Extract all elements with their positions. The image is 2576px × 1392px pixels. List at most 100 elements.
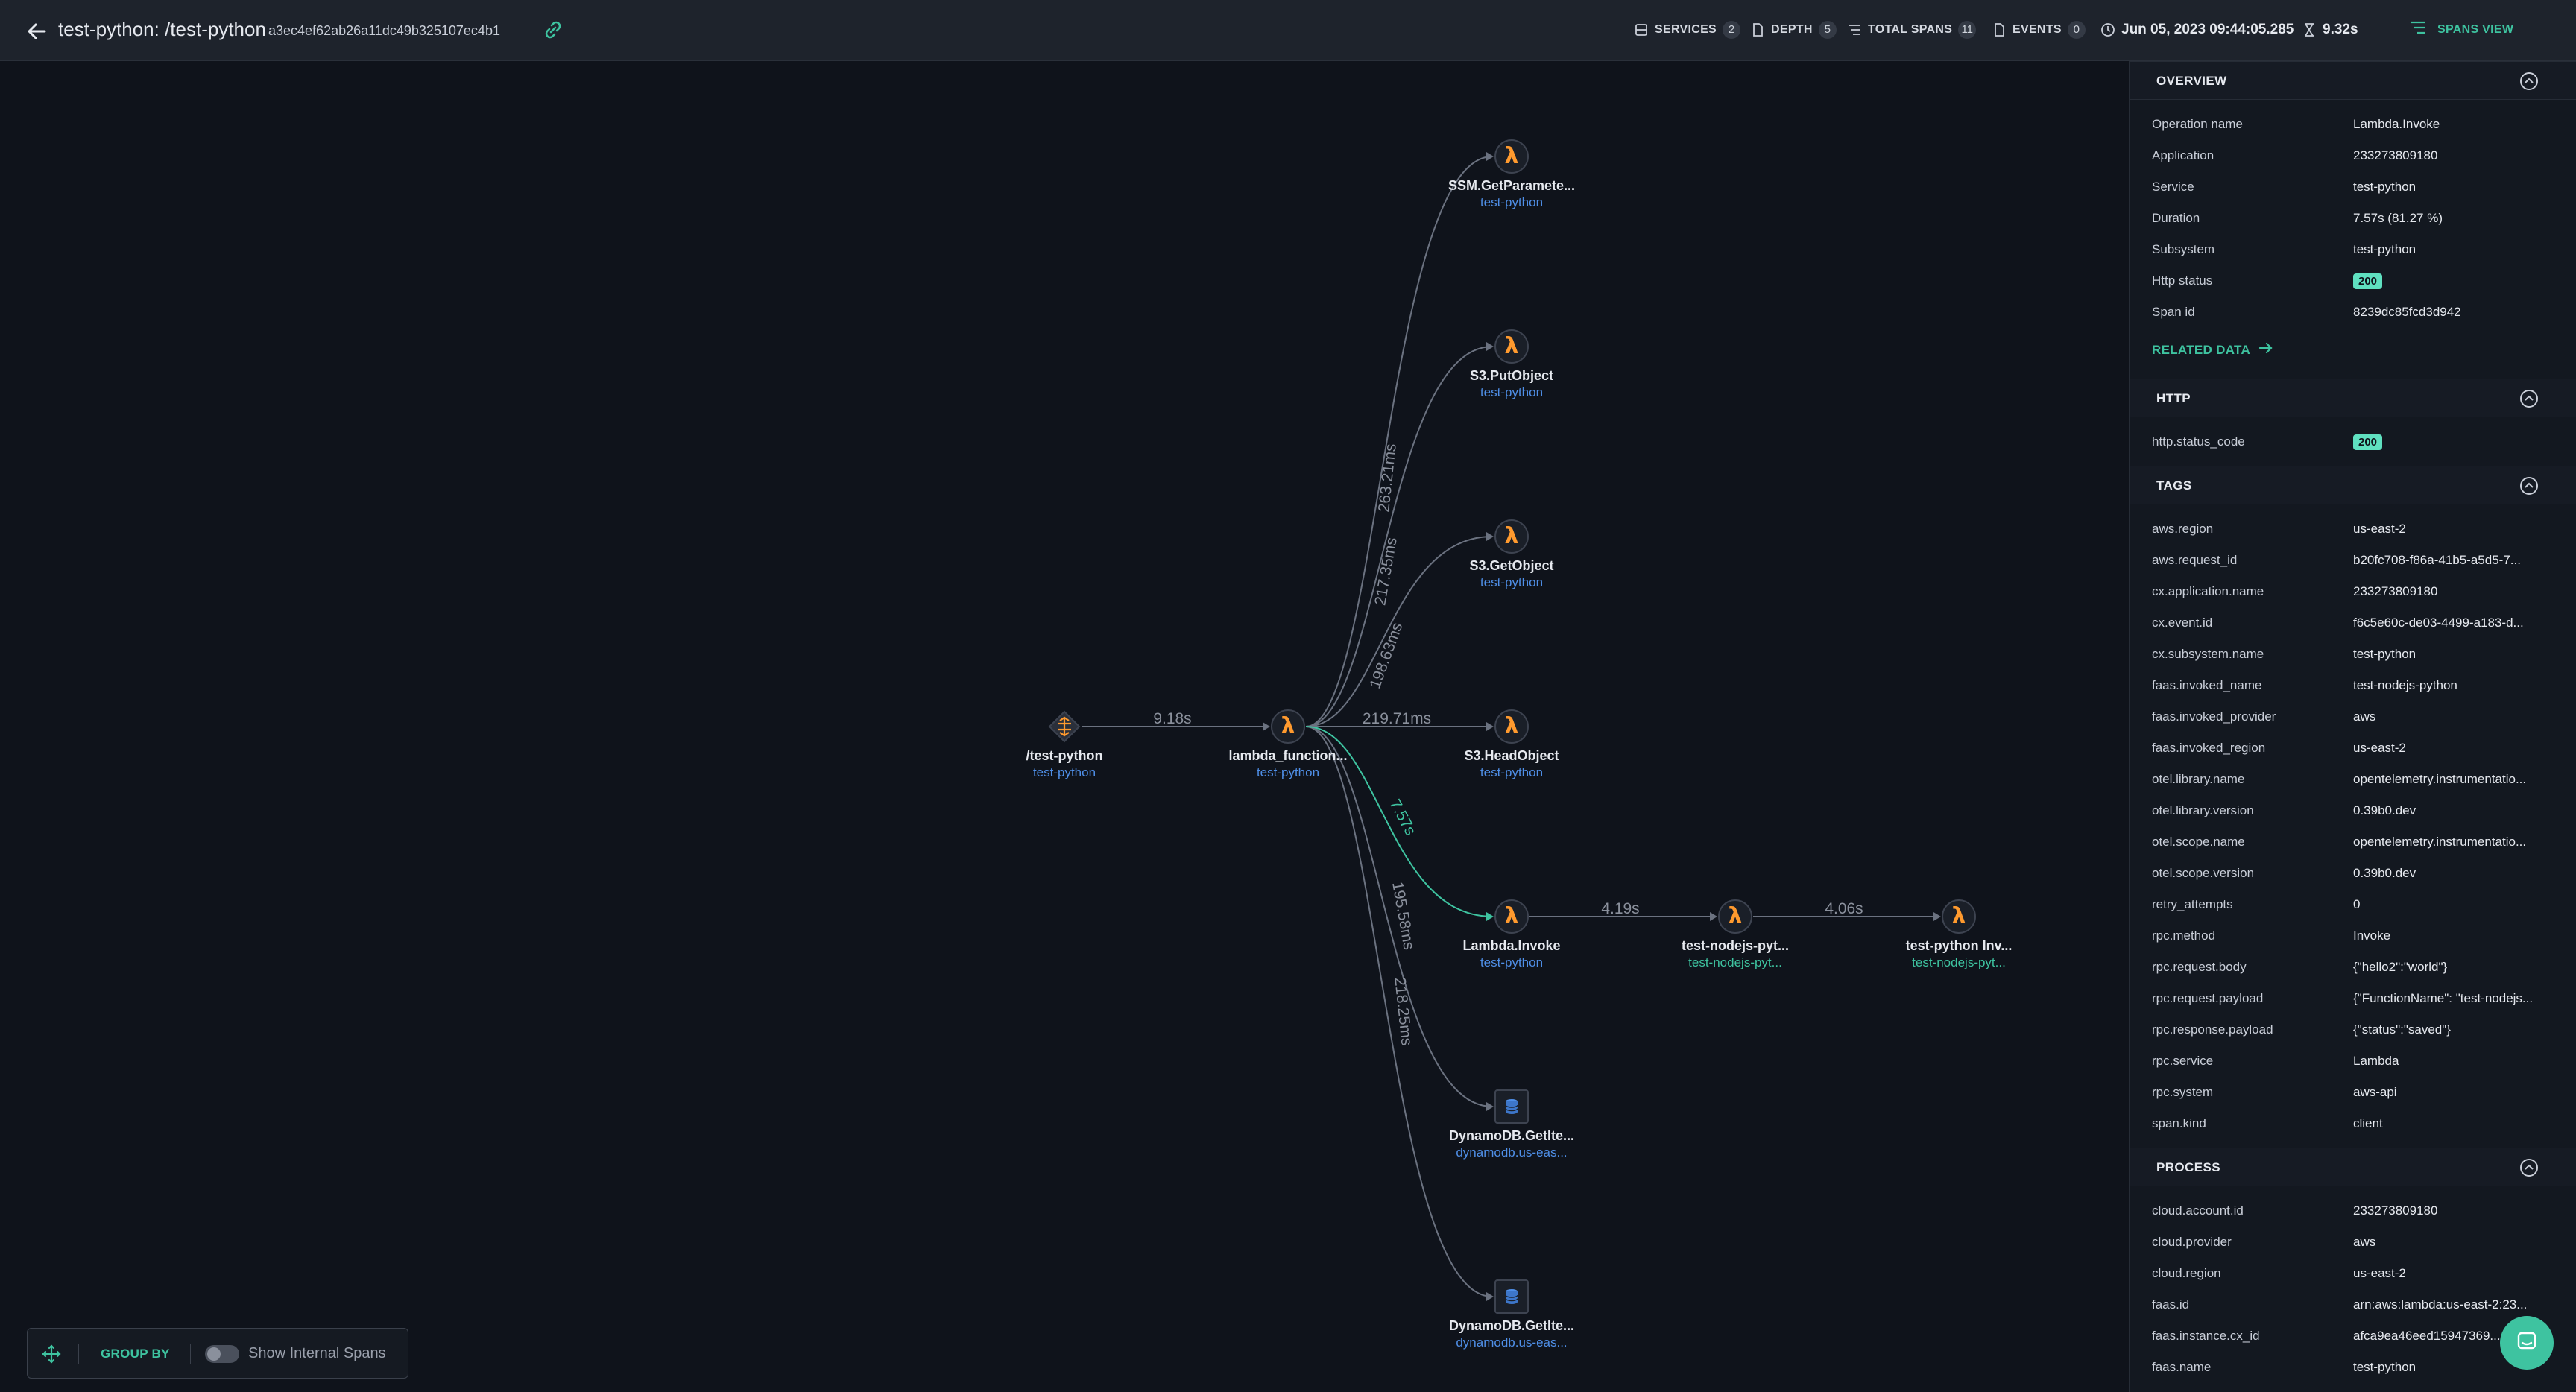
- depth-label: DEPTH: [1771, 23, 1813, 36]
- node-service-link[interactable]: dynamodb.us-eas...: [1456, 1145, 1568, 1160]
- spans-view-icon: [2409, 19, 2427, 40]
- depth-count: 5: [1818, 21, 1837, 39]
- edge-path: [1305, 156, 1493, 727]
- http-section-header[interactable]: HTTP: [2130, 379, 2576, 417]
- node-name: Lambda.Invoke: [1462, 938, 1561, 953]
- chevron-up-icon[interactable]: [2519, 388, 2539, 409]
- kv-row: rpc.response.payload{"status":"saved"}: [2130, 1014, 2576, 1045]
- edge-path: [1305, 536, 1493, 727]
- chevron-up-icon[interactable]: [2519, 1157, 2539, 1178]
- kv-value-wrap: 200: [2353, 434, 2554, 450]
- node-service-link[interactable]: test-python: [1032, 765, 1096, 779]
- chevron-up-icon[interactable]: [2519, 71, 2539, 92]
- services-stat: SERVICES 2: [1634, 19, 1741, 41]
- kv-key: Operation name: [2152, 117, 2243, 131]
- node-service-link[interactable]: test-python: [1256, 765, 1320, 779]
- chat-support-button[interactable]: [2500, 1316, 2554, 1370]
- node-service-link[interactable]: test-python: [1480, 575, 1544, 589]
- graph-node-s3-putobject[interactable]: λ S3.PutObject test-python: [1422, 329, 1601, 400]
- graph-node-root[interactable]: /test-python test-python: [975, 709, 1154, 780]
- node-service-link[interactable]: test-nodejs-pyt...: [1912, 955, 2006, 969]
- kv-key: cx.event.id: [2152, 616, 2213, 630]
- kv-key: otel.scope.version: [2152, 866, 2255, 880]
- graph-node-test-nodejs[interactable]: λ test-nodejs-pyt... test-nodejs-pyt...: [1646, 899, 1825, 970]
- node-name: SSM.GetParamete...: [1448, 178, 1576, 193]
- services-label: SERVICES: [1655, 23, 1717, 36]
- node-name: S3.GetObject: [1469, 558, 1554, 573]
- group-by-button[interactable]: GROUP BY: [101, 1347, 170, 1361]
- edge-label: 219.71ms: [1363, 710, 1431, 727]
- kv-value: test-python: [2353, 647, 2416, 661]
- section-title: HTTP: [2156, 391, 2191, 405]
- node-service-link[interactable]: dynamodb.us-eas...: [1456, 1335, 1568, 1350]
- kv-key: Service: [2152, 180, 2194, 194]
- edge-arrow: [1710, 912, 1717, 921]
- kv-key: cloud.provider: [2152, 1235, 2232, 1249]
- database-icon: [1494, 1089, 1529, 1124]
- services-icon: [1634, 22, 1649, 37]
- chevron-up-icon[interactable]: [2519, 475, 2539, 496]
- graph-node-dynamodb-1[interactable]: DynamoDB.GetIte... dynamodb.us-eas...: [1422, 1089, 1601, 1160]
- node-service-link[interactable]: test-python: [1480, 195, 1544, 209]
- kv-key: cloud.region: [2152, 1266, 2221, 1280]
- kv-value: opentelemetry.instrumentatio...: [2353, 835, 2527, 849]
- duration-stat: 9.32s: [2302, 19, 2358, 41]
- fit-view-icon[interactable]: [41, 1344, 62, 1364]
- kv-row: rpc.request.payload{"FunctionName": "tes…: [2130, 983, 2576, 1014]
- clock-icon: [2100, 22, 2115, 37]
- graph-node-lambda-function[interactable]: λ lambda_function... test-python: [1199, 709, 1377, 780]
- kv-key: Subsystem: [2152, 242, 2215, 256]
- node-service-link[interactable]: test-nodejs-pyt...: [1688, 955, 1782, 969]
- graph-node-dynamodb-2[interactable]: DynamoDB.GetIte... dynamodb.us-eas...: [1422, 1279, 1601, 1350]
- graph-node-test-python-invoke[interactable]: λ test-python Inv... test-nodejs-pyt...: [1869, 899, 2048, 970]
- kv-value: 0: [2353, 897, 2361, 911]
- lambda-icon: λ: [1494, 709, 1529, 744]
- lambda-icon: λ: [1494, 329, 1529, 364]
- node-service-link[interactable]: test-python: [1480, 765, 1544, 779]
- spans-view-label: SPANS VIEW: [2437, 22, 2514, 36]
- node-name: test-python Inv...: [1905, 938, 2012, 953]
- node-service-link[interactable]: test-python: [1480, 955, 1544, 969]
- node-service-link[interactable]: test-python: [1480, 385, 1544, 399]
- kv-value: opentelemetry.instrumentatio...: [2353, 772, 2527, 786]
- copy-link-icon[interactable]: [540, 16, 566, 43]
- edge-label: 198.63ms: [1366, 621, 1406, 692]
- kv-key: cx.application.name: [2152, 584, 2264, 598]
- graph-node-ssm[interactable]: λ SSM.GetParamete... test-python: [1422, 139, 1601, 210]
- tags-section-header[interactable]: TAGS: [2130, 466, 2576, 504]
- kv-key: faas.invoked_name: [2152, 678, 2262, 692]
- kv-value: 8239dc85fcd3d942: [2353, 305, 2461, 319]
- graph-node-s3-getobject[interactable]: λ S3.GetObject test-python: [1422, 519, 1601, 590]
- graph-edges: 9.18s 263.21ms 217.35ms 198.63ms 219.71m…: [1082, 152, 1941, 1301]
- spans-view-button[interactable]: SPANS VIEW: [2409, 19, 2513, 40]
- kv-key: cx.subsystem.name: [2152, 647, 2264, 661]
- edge-label: 218.25ms: [1391, 976, 1415, 1046]
- internal-spans-toggle[interactable]: [205, 1345, 239, 1363]
- process-section-header[interactable]: PROCESS: [2130, 1148, 2576, 1186]
- overview-section-header[interactable]: OVERVIEW: [2130, 61, 2576, 100]
- dependency-graph[interactable]: 9.18s 263.21ms 217.35ms 198.63ms 219.71m…: [0, 61, 2129, 1392]
- graph-node-lambda-invoke[interactable]: λ Lambda.Invoke test-python: [1422, 899, 1601, 970]
- edge-arrow: [1486, 342, 1494, 351]
- kv-key: aws.request_id: [2152, 553, 2238, 567]
- kv-value: f6c5e60c-de03-4499-a183-d...: [2353, 616, 2524, 630]
- graph-node-s3-headobject[interactable]: λ S3.HeadObject test-python: [1422, 709, 1601, 780]
- depth-stat: DEPTH 5: [1750, 19, 1837, 41]
- edge-arrow: [1486, 152, 1494, 161]
- kv-value: {"FunctionName": "test-nodejs...: [2353, 991, 2534, 1005]
- section-title: PROCESS: [2156, 1160, 2220, 1174]
- related-data-link[interactable]: RELATED DATA: [2152, 340, 2274, 360]
- edge-arrow-active: [1486, 912, 1494, 921]
- back-arrow-icon[interactable]: [22, 16, 52, 46]
- events-count: 0: [2067, 21, 2086, 39]
